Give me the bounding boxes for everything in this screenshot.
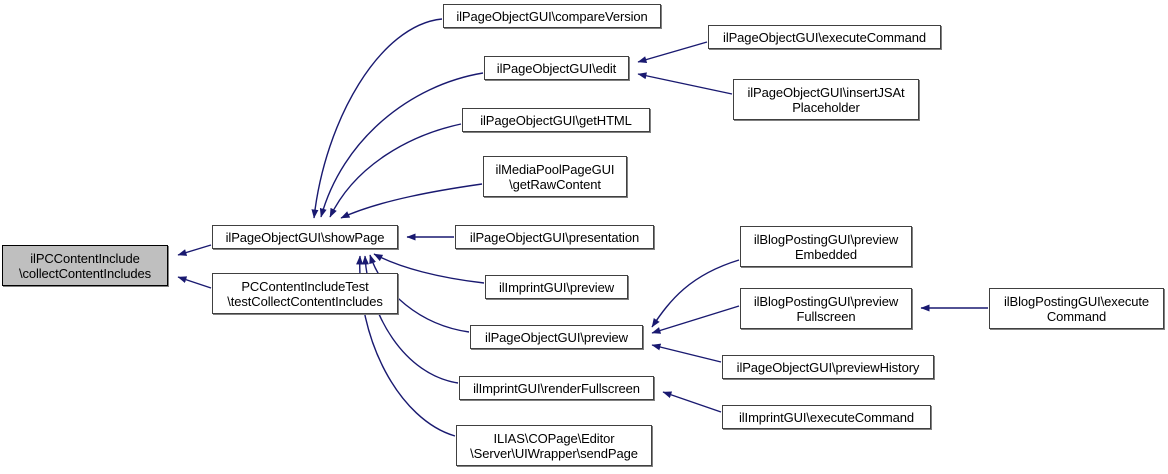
- node-imprint-execute-command[interactable]: ilImprintGUI\executeCommand: [722, 405, 931, 429]
- edge-getrawcontent-to-showpage: [340, 183, 483, 219]
- node-execute-command[interactable]: ilPageObjectGUI\executeCommand: [708, 25, 941, 49]
- edge-insertjsatplaceholder-to-edit: [637, 72, 733, 95]
- node-preview-history[interactable]: ilPageObjectGUI\previewHistory: [722, 355, 934, 379]
- node-page-object-preview[interactable]: ilPageObjectGUI\preview: [470, 325, 643, 349]
- node-test-collect-content-includes[interactable]: PCContentIncludeTest \testCollectContent…: [212, 273, 398, 314]
- edge-compareversion-to-showpage: [311, 18, 443, 219]
- edge-edit-to-showpage: [319, 72, 484, 218]
- node-collect-content-includes[interactable]: ilPCContentInclude \collectContentInclud…: [2, 245, 168, 286]
- node-send-page[interactable]: ILIAS\COPage\Editor \Server\UIWrapper\se…: [456, 425, 652, 466]
- node-render-fullscreen[interactable]: ilImprintGUI\renderFullscreen: [459, 376, 654, 400]
- node-insert-js-at-placeholder[interactable]: ilPageObjectGUI\insertJSAt Placeholder: [733, 79, 919, 120]
- edge-previewfullscreen-to-pageobjectpreview: [651, 305, 740, 334]
- node-preview-embedded[interactable]: ilBlogPostingGUI\preview Embedded: [740, 226, 912, 267]
- node-get-raw-content[interactable]: ilMediaPoolPageGUI \getRawContent: [483, 156, 627, 197]
- edge-showpage-to-collectcontentincludes: [177, 244, 212, 256]
- edge-gethtml-to-showpage: [329, 123, 462, 218]
- edge-imprintexecutecommand-to-renderfullscreen: [662, 391, 722, 413]
- edge-executecommand-to-edit: [637, 41, 708, 63]
- node-blog-execute-command[interactable]: ilBlogPostingGUI\execute Command: [989, 288, 1164, 329]
- node-get-html[interactable]: ilPageObjectGUI\getHTML: [462, 108, 650, 132]
- node-preview-fullscreen[interactable]: ilBlogPostingGUI\preview Fullscreen: [740, 288, 912, 329]
- node-compare-version[interactable]: ilPageObjectGUI\compareVersion: [443, 4, 661, 28]
- node-edit[interactable]: ilPageObjectGUI\edit: [484, 56, 629, 80]
- edge-previewembedded-to-pageobjectpreview: [651, 259, 740, 328]
- node-presentation[interactable]: ilPageObjectGUI\presentation: [455, 225, 654, 249]
- edge-testcollect-to-collectcontentincludes: [177, 276, 212, 289]
- node-show-page[interactable]: ilPageObjectGUI\showPage: [212, 225, 398, 249]
- edge-previewhistory-to-pageobjectpreview: [651, 343, 722, 363]
- node-imprint-preview[interactable]: ilImprintGUI\preview: [485, 275, 628, 299]
